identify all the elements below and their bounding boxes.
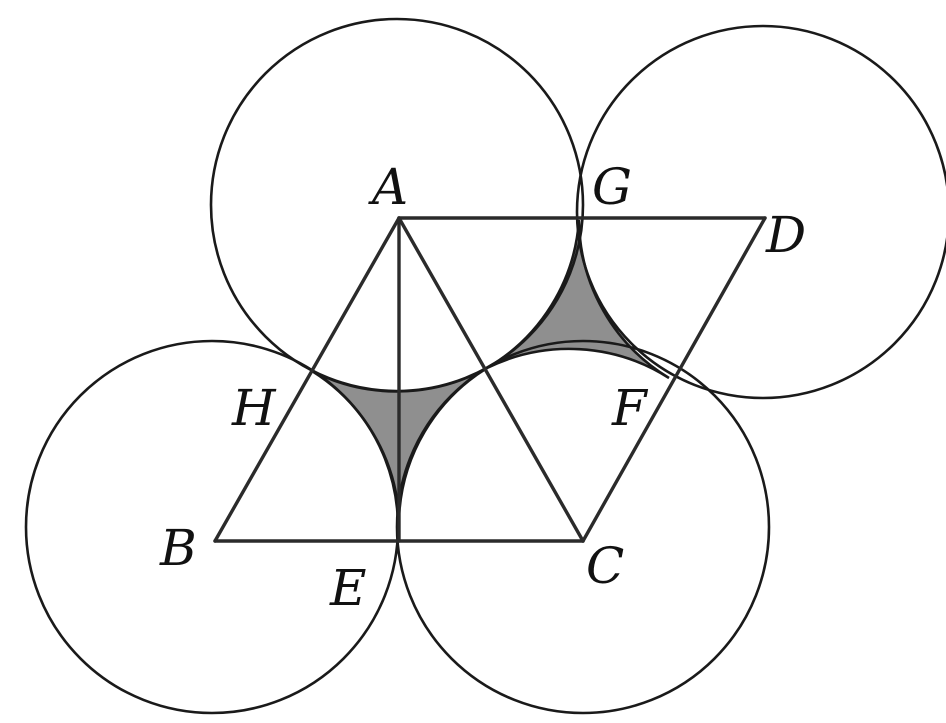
segment-ab xyxy=(213,216,401,543)
label-point-d: D xyxy=(765,206,806,264)
shaded-region-right xyxy=(486,219,670,380)
circle-d xyxy=(575,24,946,400)
segment-ca xyxy=(397,216,585,543)
label-point-f: F xyxy=(611,379,649,437)
circle-b xyxy=(24,339,400,715)
label-point-h: H xyxy=(231,379,277,437)
label-point-c: C xyxy=(586,537,624,595)
segment-dc xyxy=(581,216,767,543)
label-point-b: B xyxy=(159,519,197,577)
circle-a xyxy=(209,17,585,393)
label-point-e: E xyxy=(329,559,367,617)
label-point-a: A xyxy=(368,158,408,216)
circle-c xyxy=(395,339,771,715)
label-point-g: G xyxy=(592,158,632,216)
